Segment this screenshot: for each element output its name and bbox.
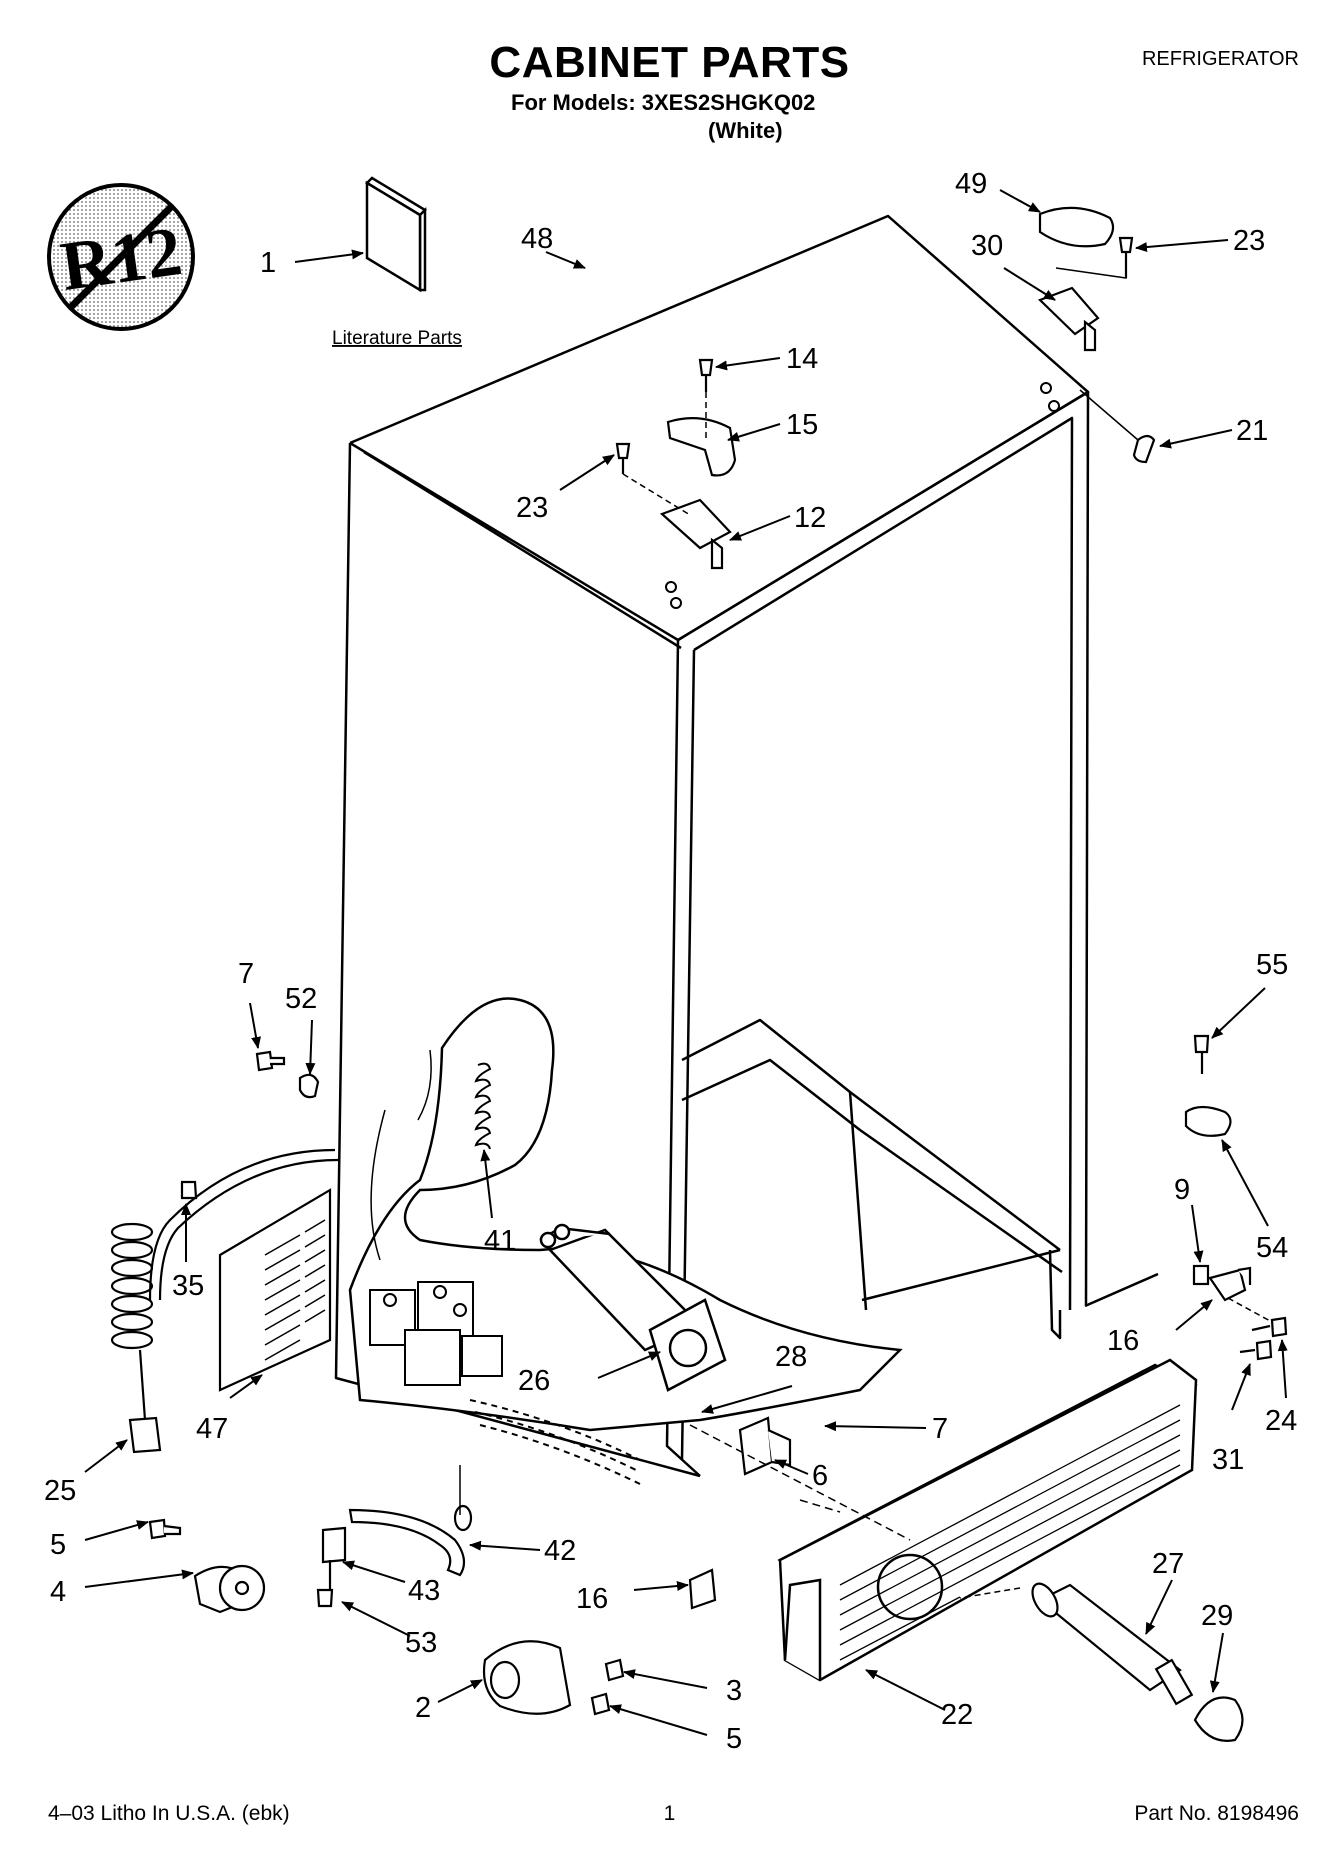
callout-9: 9	[1174, 1174, 1190, 1206]
callout-23: 23	[1233, 225, 1265, 257]
part-number: Part No. 8198496	[1134, 1802, 1299, 1825]
callout-31: 31	[1212, 1444, 1244, 1476]
water-filter	[1031, 1582, 1194, 1706]
callout-3: 3	[726, 1675, 742, 1707]
litho-note: 4–03 Litho In U.S.A. (ebk)	[48, 1802, 290, 1825]
top-hinge-right	[1037, 206, 1156, 464]
right-side-parts	[1184, 1034, 1288, 1361]
callout-15: 15	[786, 409, 818, 441]
cutaway-mechanical-area	[348, 997, 903, 1432]
left-side-parts	[180, 1050, 332, 1392]
base-tubing-dashed	[469, 1399, 641, 1485]
filter-cap	[1193, 1696, 1244, 1742]
callout-1: 1	[260, 247, 276, 279]
callout-21: 21	[1236, 415, 1268, 447]
toe-grille	[777, 1358, 1198, 1682]
grille-louvers	[839, 1404, 1181, 1661]
callout-16: 16	[1107, 1325, 1139, 1357]
callout-49: 49	[955, 168, 987, 200]
callout-22: 22	[941, 1699, 973, 1731]
control-relays	[369, 1281, 503, 1386]
callout-6: 6	[812, 1460, 828, 1492]
callout-55: 55	[1256, 949, 1288, 981]
base-parts	[148, 1416, 792, 1716]
callout-7b: 7	[932, 1413, 948, 1445]
page-title: CABINET PARTS	[489, 38, 850, 87]
callout-14: 14	[786, 343, 818, 375]
louvers-cover-47	[264, 1219, 326, 1361]
callout-24: 24	[1265, 1405, 1297, 1437]
callout-5b: 5	[726, 1723, 742, 1755]
literature-parts-label: Literature Parts	[332, 328, 462, 349]
no-r12-refrigerant-icon: R12	[47, 183, 195, 331]
water-valve-tube	[539, 1223, 727, 1392]
callout-29: 29	[1201, 1600, 1233, 1632]
callout-47: 47	[196, 1413, 228, 1445]
model-number: For Models: 3XES2SHGKQ02	[511, 90, 816, 115]
drain-spring	[474, 1062, 492, 1150]
callout-26: 26	[518, 1365, 550, 1397]
literature-booklet	[364, 176, 428, 293]
appliance-type: REFRIGERATOR	[1141, 48, 1299, 70]
callout-48: 48	[521, 223, 553, 255]
callout-23b: 23	[516, 492, 548, 524]
callout-30: 30	[971, 230, 1003, 262]
callout-5: 5	[50, 1529, 66, 1561]
callout-52: 52	[285, 983, 317, 1015]
callout-numbers: 1 48 49 30 23 14 15 23 12 21 7 52 55 41 …	[44, 168, 1297, 1755]
callout-4: 4	[50, 1576, 66, 1608]
callout-2: 2	[415, 1692, 431, 1724]
callout-16b: 16	[576, 1583, 608, 1615]
callout-7: 7	[238, 958, 254, 990]
callout-53: 53	[405, 1627, 437, 1659]
callout-42: 42	[544, 1535, 576, 1567]
callout-leaders	[84, 189, 1288, 1736]
callout-25: 25	[44, 1475, 76, 1507]
callout-43: 43	[408, 1575, 440, 1607]
model-variant: (White)	[708, 118, 783, 143]
callout-28: 28	[775, 1341, 807, 1373]
top-hinge-left	[615, 358, 737, 570]
page-number: 1	[663, 1802, 676, 1825]
callout-12: 12	[794, 502, 826, 534]
callout-27: 27	[1152, 1548, 1184, 1580]
callout-54: 54	[1256, 1232, 1288, 1264]
power-cord	[110, 1148, 339, 1454]
callout-41: 41	[484, 1225, 516, 1257]
callout-35: 35	[172, 1270, 204, 1302]
